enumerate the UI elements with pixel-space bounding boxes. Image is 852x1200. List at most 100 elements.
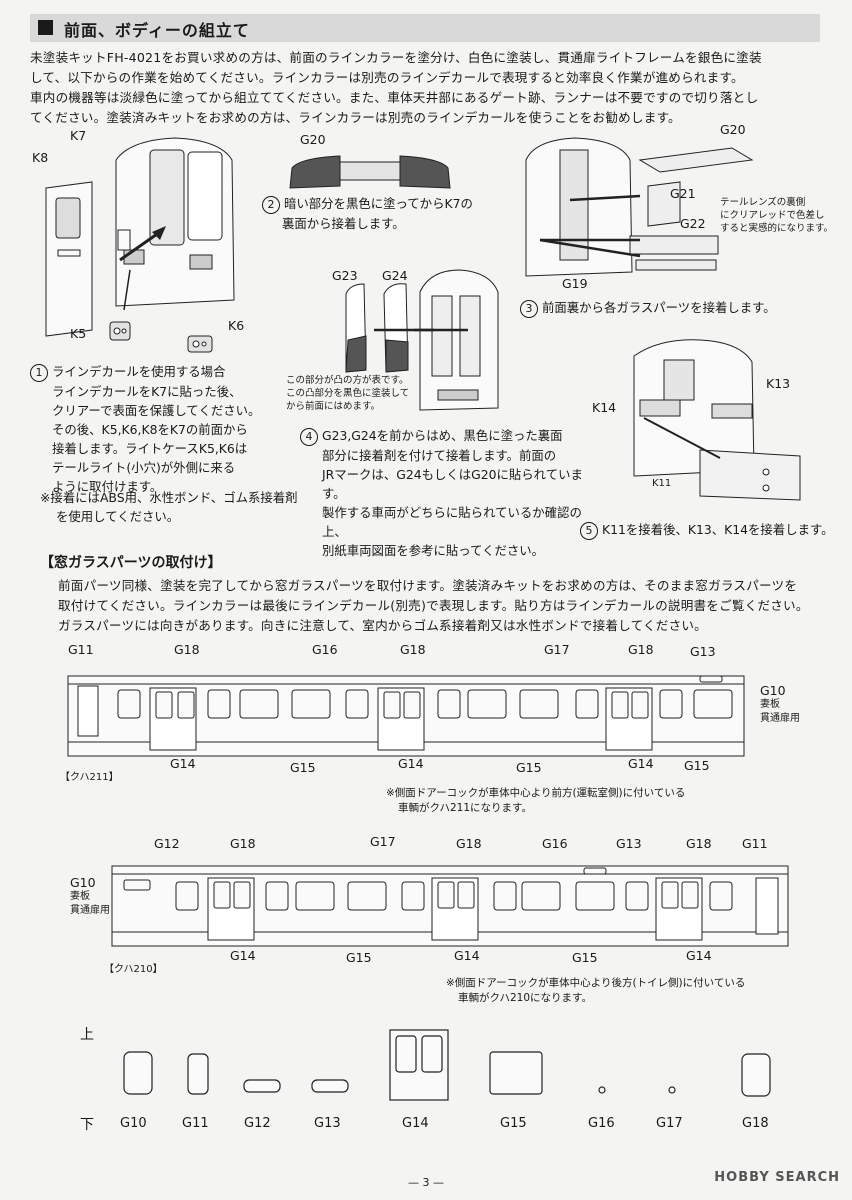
car2-note: ※側面ドアーコックが車体中心より後方(トイレ側)に付いている 車輌がクハ210に… (446, 977, 746, 1004)
window-section-title: 【窓ガラスパーツの取付け】 (40, 555, 222, 571)
part-g17-label: G17 (656, 1116, 683, 1131)
c2-label-g18: G18 (230, 836, 256, 851)
c1-label-g17: G17 (544, 642, 570, 657)
step-number: 4 (300, 428, 318, 446)
label-g19: G19 (562, 276, 588, 291)
c2-label-g11: G11 (742, 836, 768, 851)
k5-light-case (109, 321, 131, 341)
g15-glass (489, 1051, 543, 1095)
label-top: 上 (80, 1027, 94, 1043)
g23-g24-glass (345, 283, 409, 373)
section-title: 前面、ボディーの組立て (64, 21, 250, 40)
intro-paragraph: 未塗装キットFH-4021をお買い求めの方は、前面のラインカラーを塗分け、白色に… (30, 48, 830, 128)
c2-label-g17: G17 (370, 834, 396, 849)
label-k6: K6 (228, 318, 245, 333)
c1-label-g10: G10 妻板 貫通扉用 (760, 683, 800, 725)
label-k13: K13 (766, 376, 791, 391)
g11-glass (187, 1053, 209, 1095)
step-number: 1 (30, 364, 48, 382)
page-number: — 3 — (408, 1176, 444, 1189)
label-bottom: 下 (80, 1117, 94, 1133)
k6-light-case (187, 335, 213, 353)
car-kuha210-side (111, 865, 789, 947)
c1-label-g15: G15 (290, 760, 316, 775)
car1-name: 【クハ211】 (60, 772, 119, 783)
adhesive-note: ※接着にはABS用、水性ボンド、ゴム系接着剤 を使用してください。 (40, 490, 298, 524)
label-k14: K14 (592, 400, 617, 415)
k8-door-part (45, 181, 93, 337)
label-k8: K8 (32, 150, 49, 165)
car2-name: 【クハ210】 (104, 964, 163, 975)
c1-label-g15: G15 (516, 760, 542, 775)
front-step5 (633, 339, 801, 501)
intro-line: して、以下からの作業を始めてください。ラインカラーは別売のラインデカールで表現す… (30, 70, 744, 85)
c2-label-g14: G14 (230, 948, 256, 963)
g12-glass (243, 1079, 281, 1093)
c2-label-g14: G14 (686, 948, 712, 963)
c2-label-g18: G18 (456, 836, 482, 851)
c1-label-g14: G14 (628, 756, 654, 771)
step-number: 2 (262, 196, 280, 214)
c2-label-g18: G18 (686, 836, 712, 851)
k7-front-part (115, 137, 235, 307)
label-g24: G24 (382, 268, 408, 283)
c2-label-g15: G15 (572, 950, 598, 965)
c1-label-g15: G15 (684, 758, 710, 773)
c1-label-g14: G14 (170, 756, 196, 771)
c1-label-g16: G16 (312, 642, 338, 657)
glass-parts-row (123, 1029, 771, 1101)
step-number: 5 (580, 522, 598, 540)
g18-glass (741, 1053, 771, 1097)
c2-label-g12: G12 (154, 836, 180, 851)
watermark: HOBBY SEARCH (714, 1170, 840, 1185)
intro-line: 車内の機器等は淡緑色に塗ってから組立ててください。また、車体天井部にあるゲート跡… (30, 90, 759, 105)
step-number: 3 (520, 300, 538, 318)
c2-label-g15: G15 (346, 950, 372, 965)
label-g21: G21 (670, 186, 696, 201)
part-g14-label: G14 (402, 1116, 429, 1131)
part-g15-label: G15 (500, 1116, 527, 1131)
c1-label-g18: G18 (174, 642, 200, 657)
part-g11-label: G11 (182, 1116, 209, 1131)
convex-part-note: この部分が凸の方が表です。 この凸部分を黒色に塗装して から前面にはめます。 (286, 375, 410, 412)
part-g10-label: G10 (120, 1116, 147, 1131)
section-header: 前面、ボディーの組立て (30, 14, 820, 42)
g10-glass (123, 1051, 153, 1095)
part-g12-label: G12 (244, 1116, 271, 1131)
part-g18-label: G18 (742, 1116, 769, 1131)
g17-glass (668, 1086, 676, 1094)
label-k7: K7 (70, 128, 87, 143)
c1-label-g13: G13 (690, 644, 716, 659)
c1-label-g18: G18 (628, 642, 654, 657)
label-k5: K5 (70, 326, 87, 341)
car1-note: ※側面ドアーコックが車体中心より前方(運転室側)に付いている 車輌がクハ211に… (386, 787, 686, 814)
label-g20b: G20 (720, 122, 746, 137)
g13-glass (311, 1079, 349, 1093)
arrow (119, 230, 161, 262)
label-g22: G22 (680, 216, 706, 231)
tail-lens-note: テールレンズの裏側 にクリアレッドで色差し すると実感的になります。 (720, 197, 834, 234)
c1-label-g14: G14 (398, 756, 424, 771)
label-g23: G23 (332, 268, 358, 283)
g20-window-part (289, 155, 451, 189)
part-g16-label: G16 (588, 1116, 615, 1131)
c1-label-g18: G18 (400, 642, 426, 657)
car-kuha211-side (67, 675, 745, 757)
intro-line: 未塗装キットFH-4021をお買い求めの方は、前面のラインカラーを塗分け、白色に… (30, 50, 762, 65)
c1-label-g11: G11 (68, 642, 94, 657)
label-g20: G20 (300, 132, 326, 147)
c2-label-g14: G14 (454, 948, 480, 963)
c2-label-g10: G10 妻板 貫通扉用 (70, 875, 110, 917)
window-section-body: 前面パーツ同様、塗装を完了してから窓ガラスパーツを取付けます。塗装済みキットをお… (58, 578, 809, 633)
square-bullet-icon (38, 20, 53, 35)
c2-label-g16: G16 (542, 836, 568, 851)
front-section-step4 (419, 269, 499, 411)
part-g13-label: G13 (314, 1116, 341, 1131)
intro-line: てください。塗装済みキットをお求めの方は、ラインカラーは別売のラインデカールを使… (30, 110, 681, 125)
c2-label-g13: G13 (616, 836, 642, 851)
